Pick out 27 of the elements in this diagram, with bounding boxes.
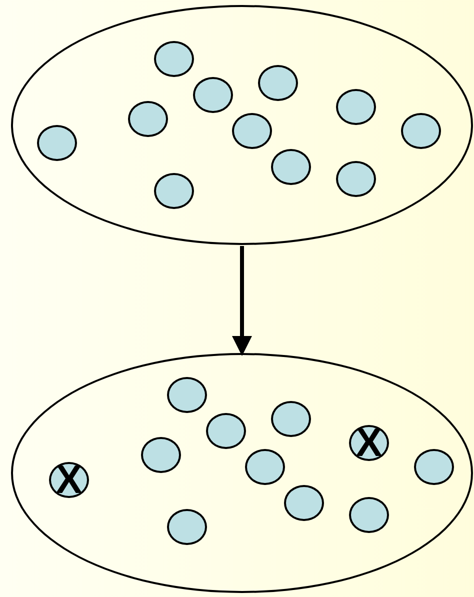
circle-node bbox=[245, 449, 285, 485]
circle-node bbox=[206, 413, 246, 449]
circle-node bbox=[349, 425, 389, 461]
circle-node bbox=[141, 437, 181, 473]
circle-node bbox=[271, 149, 311, 185]
circle-node bbox=[167, 509, 207, 545]
circle-node bbox=[37, 125, 77, 161]
circle-node bbox=[336, 89, 376, 125]
circle-node bbox=[284, 485, 324, 521]
cross-mark: X bbox=[356, 423, 382, 463]
circle-node bbox=[167, 377, 207, 413]
circle-node bbox=[232, 113, 272, 149]
group-ellipse bbox=[11, 353, 473, 593]
circle-node bbox=[49, 462, 89, 498]
circle-node bbox=[154, 41, 194, 77]
circle-node bbox=[336, 161, 376, 197]
circle-node bbox=[271, 401, 311, 437]
group-ellipse bbox=[11, 5, 473, 245]
circle-node bbox=[349, 497, 389, 533]
cross-mark: X bbox=[56, 460, 82, 500]
circle-node bbox=[128, 101, 168, 137]
circle-node bbox=[154, 173, 194, 209]
circle-node bbox=[401, 113, 441, 149]
arrow bbox=[232, 246, 252, 356]
circle-node bbox=[258, 65, 298, 101]
circle-node bbox=[193, 77, 233, 113]
circle-node bbox=[414, 449, 454, 485]
